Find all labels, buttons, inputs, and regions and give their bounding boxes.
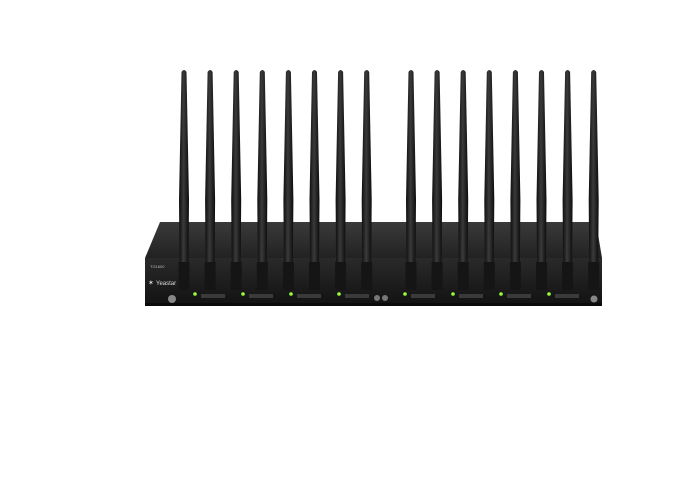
antenna xyxy=(230,70,242,290)
brand-logo: ✶ Yeastar xyxy=(148,279,176,287)
sim-slot[interactable] xyxy=(507,294,531,298)
antenna xyxy=(562,70,574,290)
antenna xyxy=(256,70,268,290)
antenna xyxy=(431,70,443,290)
console-ports xyxy=(374,295,388,301)
antenna xyxy=(536,70,547,290)
sim-slot[interactable] xyxy=(459,294,483,298)
sim-slot[interactable] xyxy=(345,294,369,298)
sim-slot[interactable] xyxy=(555,294,579,298)
sim-slot[interactable] xyxy=(297,294,321,298)
antenna xyxy=(282,70,294,290)
antenna xyxy=(204,70,216,290)
sim-slot[interactable] xyxy=(249,294,273,298)
sim-slot[interactable] xyxy=(411,294,435,298)
antenna xyxy=(483,70,495,290)
antenna xyxy=(178,70,190,290)
antenna xyxy=(509,70,521,290)
status-led xyxy=(193,292,197,296)
svg-text:✶: ✶ xyxy=(148,279,154,287)
antenna xyxy=(335,70,347,290)
status-led xyxy=(337,292,341,296)
antenna xyxy=(588,70,600,290)
antenna xyxy=(309,70,320,290)
status-led xyxy=(499,292,503,296)
antenna xyxy=(457,70,469,290)
status-led xyxy=(289,292,293,296)
status-led xyxy=(403,292,407,296)
status-led xyxy=(241,292,245,296)
antenna xyxy=(361,70,373,290)
reset-button[interactable] xyxy=(168,295,176,303)
antenna xyxy=(405,70,417,290)
sim-slot[interactable] xyxy=(201,294,225,298)
model-label: TG1600 xyxy=(150,264,165,269)
status-led xyxy=(451,292,455,296)
svg-text:Yeastar: Yeastar xyxy=(156,281,176,287)
power-button[interactable] xyxy=(590,295,598,303)
status-led xyxy=(547,292,551,296)
